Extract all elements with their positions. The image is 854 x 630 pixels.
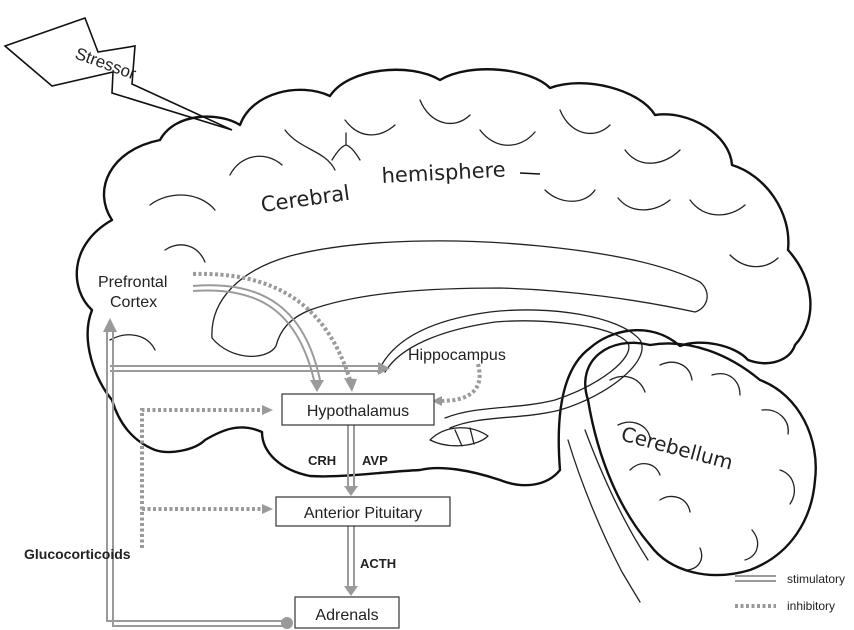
hippocampus-label: Hippocampus — [408, 347, 506, 364]
legend-inhibitory-label: inhibitory — [787, 599, 835, 613]
corpus-callosum — [212, 241, 707, 356]
legend-stimulatory-label: stimulatory — [787, 572, 845, 586]
adrenals-label: Adrenals — [315, 607, 378, 624]
brainstem — [430, 428, 648, 602]
cortex-label: Cortex — [110, 294, 157, 311]
stressor-bolt: Stressor — [5, 18, 232, 130]
anterior-pituitary-label: Anterior Pituitary — [304, 505, 422, 522]
adrenals-box: Adrenals — [295, 597, 399, 628]
hypothalamus-label: Hypothalamus — [307, 403, 409, 420]
avp-label: AVP — [362, 453, 388, 468]
cerebral-gyri — [110, 100, 778, 350]
crh-label: CRH — [308, 453, 336, 468]
hemisphere-label: hemisphere — [381, 158, 506, 188]
cerebellum-label: Cerebellum — [619, 422, 736, 475]
hemisphere-leader-line — [520, 173, 540, 174]
brain-outline — [77, 69, 811, 485]
glucocorticoids-label: Glucocorticoids — [24, 546, 131, 562]
stimulatory-pathways — [103, 285, 390, 629]
legend: stimulatory inhibitory — [735, 572, 845, 613]
hypothalamus-box: Hypothalamus — [282, 394, 434, 425]
prefrontal-label: Prefrontal — [98, 274, 167, 291]
cerebral-label: Cerebral — [259, 181, 351, 217]
acth-label: ACTH — [360, 556, 396, 571]
anterior-pituitary-box: Anterior Pituitary — [276, 497, 450, 526]
